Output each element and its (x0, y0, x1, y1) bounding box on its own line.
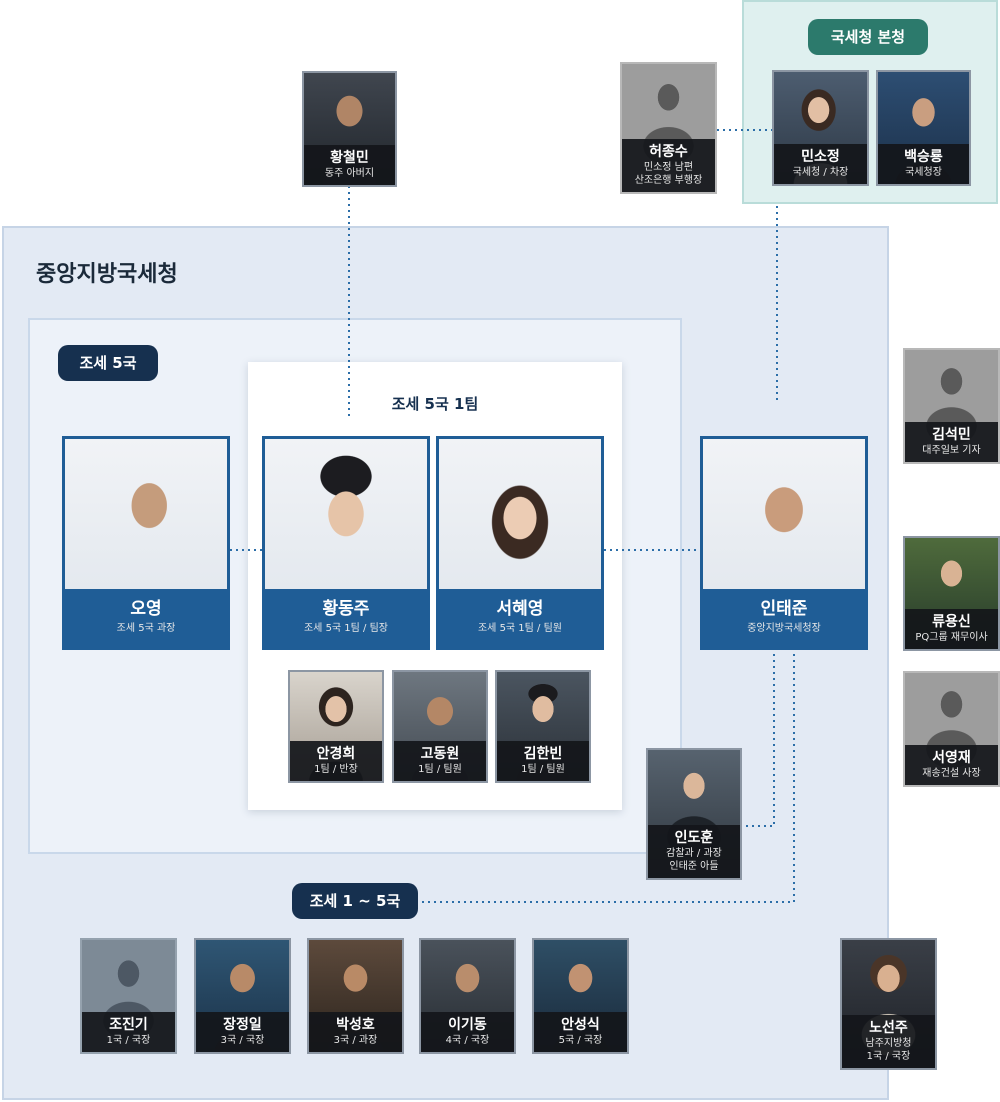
person-role: 5국 / 국장 (558, 1035, 603, 1046)
person-card-ahn-seongsik[interactable]: 안성식 5국 / 국장 (532, 938, 629, 1054)
person-name: 김석민 (932, 427, 971, 443)
person-card-go-dongwon[interactable]: 고동원 1팀 / 팀원 (392, 670, 488, 783)
connector-in-taejun-dohun (742, 648, 775, 827)
person-card-jo-jingi[interactable]: 조진기 1국 / 국장 (80, 938, 177, 1054)
person-name: 조진기 (109, 1017, 148, 1033)
person-name: 황철민 (330, 150, 369, 166)
person-card-ryu-yongsin[interactable]: 류용신 PQ그룹 재무이사 (903, 536, 1000, 651)
person-name: 김한빈 (523, 746, 563, 762)
person-name: 민소정 (801, 149, 840, 165)
person-role: 1팀 / 팀원 (521, 764, 565, 775)
office-title: 중앙지방국세청 (36, 262, 178, 287)
person-role: 남주지방청 (865, 1038, 912, 1049)
person-role: 3국 / 국장 (220, 1035, 265, 1046)
hq-title: 국세청 본청 (808, 19, 928, 55)
person-card-jang-jeongil[interactable]: 장정일 3국 / 국장 (194, 938, 291, 1054)
person-role: 동주 아버지 (324, 168, 375, 179)
person-card-lee-gidong[interactable]: 이기동 4국 / 국장 (419, 938, 516, 1054)
connector-in-taejun-bureaus (418, 648, 795, 903)
person-name: 서영재 (932, 750, 971, 766)
person-name: 이기동 (448, 1017, 487, 1033)
person-role: 4국 / 국장 (445, 1035, 490, 1046)
person-name: 안성식 (561, 1017, 600, 1033)
person-role: 1팀 / 반장 (314, 764, 358, 775)
person-card-park-seongho[interactable]: 박성호 3국 / 과장 (307, 938, 404, 1054)
person-role: 국세청 / 차장 (792, 167, 849, 178)
person-name: 인도훈 (674, 830, 714, 846)
person-role: 민소정 남편 (643, 162, 694, 173)
bureaus-title: 조세 1 ~ 5국 (292, 883, 418, 919)
person-name: 서혜영 (496, 599, 544, 619)
person-card-kim-hanbin[interactable]: 김한빈 1팀 / 팀원 (495, 670, 591, 783)
person-name: 백승룡 (904, 149, 943, 165)
person-role: 대주일보 기자 (922, 445, 981, 456)
person-name: 장정일 (223, 1017, 262, 1033)
person-role-2: 1국 / 국장 (866, 1051, 911, 1062)
person-name: 안경희 (316, 746, 356, 762)
person-role-2: 산조은행 부행장 (634, 175, 703, 186)
person-role: 3국 / 과장 (333, 1035, 378, 1046)
person-role: PQ그룹 재무이사 (915, 632, 988, 643)
person-role: 감찰과 / 과장 (666, 848, 722, 859)
person-role: 조세 5국 1팀 / 팀원 (477, 623, 562, 634)
person-role: 1국 / 국장 (106, 1035, 151, 1046)
person-role: 조세 5국 과장 (116, 623, 176, 634)
bureau5-title: 조세 5국 (58, 345, 158, 381)
person-name: 고동원 (420, 746, 460, 762)
person-name: 인태준 (760, 599, 808, 619)
person-role: 중앙지방국세청장 (747, 623, 821, 634)
person-name: 오영 (130, 599, 162, 619)
person-name: 노선주 (869, 1020, 908, 1036)
person-name: 허종수 (649, 144, 688, 160)
person-role: 조세 5국 1팀 / 팀장 (303, 623, 388, 634)
team1-title: 조세 5국 1팀 (391, 395, 479, 413)
person-name: 류용신 (932, 614, 971, 630)
person-name: 황동주 (322, 599, 370, 619)
person-role: 1팀 / 팀원 (418, 764, 462, 775)
person-role: 재송건설 사장 (922, 768, 981, 779)
person-role-2: 인태준 아들 (669, 861, 719, 872)
person-card-ahn-kyunghee[interactable]: 안경희 1팀 / 반장 (288, 670, 384, 783)
person-role: 국세청장 (905, 167, 942, 178)
person-name: 박성호 (336, 1017, 375, 1033)
